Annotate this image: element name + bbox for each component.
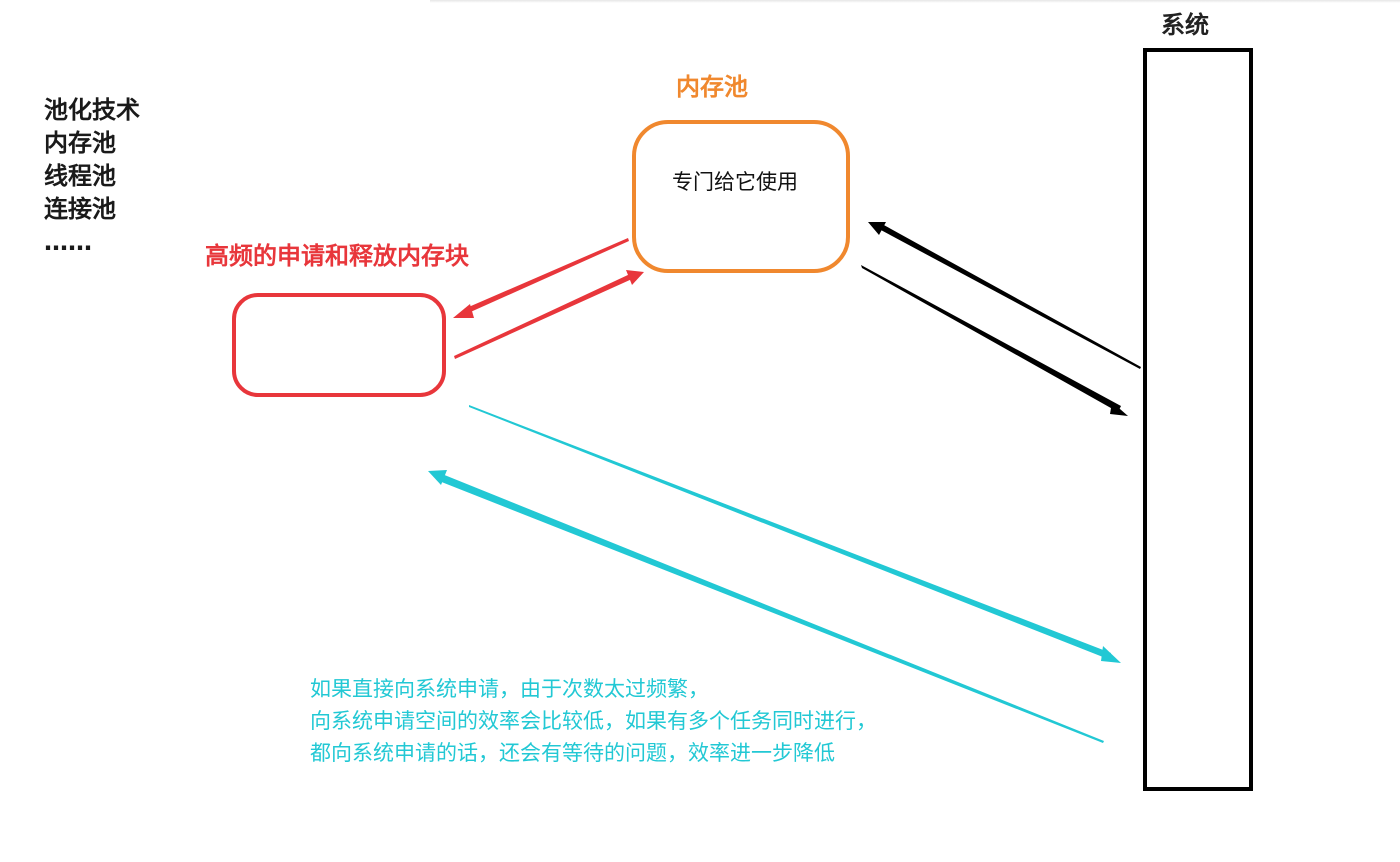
top-edge-shadow [430,0,1400,3]
black-arrow-pool-to-system [861,265,1121,412]
memory-pool-label: 内存池 [676,73,748,101]
list-item: 内存池 [44,129,116,157]
list-item: 线程池 [44,162,116,190]
request-box [232,293,446,397]
system-label: 系统 [1161,11,1209,39]
note-line: 如果直接向系统申请，由于次数太过频繁， [310,677,709,701]
memory-pool-box [632,120,850,273]
note-line: 向系统申请空间的效率会比较低，如果有多个任务同时进行， [310,709,877,733]
red-arrow-pool-to-request [464,238,629,314]
black-arrow-system-to-pool-head [868,222,886,235]
note-line: 都向系统申请的话，还会有等待的问题，效率进一步降低 [310,741,835,765]
list-item: …… [44,228,92,256]
black-arrow-system-to-pool [879,224,1141,369]
direct-request-note: 如果直接向系统申请，由于次数太过频繁， 向系统申请空间的效率会比较低，如果有多个… [310,673,877,769]
list-item: 连接池 [44,195,116,223]
cyan-arrow-request-to-system [469,405,1111,659]
system-box [1143,48,1253,791]
red-arrow-request-to-pool-head [626,270,644,285]
cyan-arrow-request-to-system-head [1101,646,1121,663]
black-arrow-pool-to-system-head [1110,402,1128,416]
red-arrow-request-to-pool [454,274,632,359]
list-item: 池化技术 [44,96,140,124]
request-box-label: 高频的申请和释放内存块 [205,242,469,270]
pooling-tech-list: 池化技术 内存池 线程池 连接池 …… [44,94,140,259]
cyan-arrow-system-to-request [439,474,1104,743]
memory-pool-content: 专门给它使用 [672,170,798,194]
cyan-arrow-system-to-request-head [428,470,447,485]
red-arrow-pool-to-request-head [453,304,474,318]
